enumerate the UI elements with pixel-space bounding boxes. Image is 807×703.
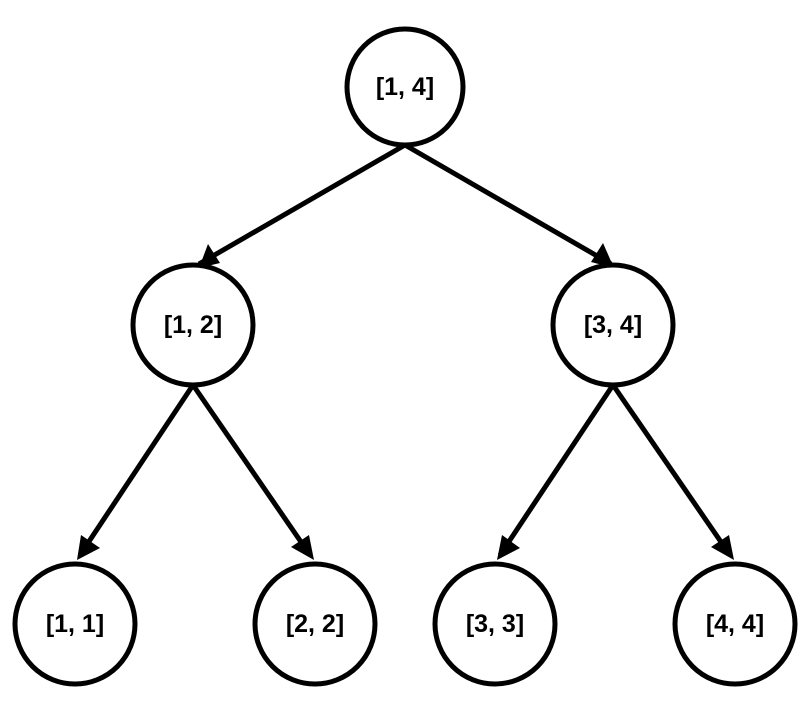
edge-1-4-to-3-4 [403, 142, 613, 267]
node-circle [252, 561, 378, 687]
edge-1-4-to-1-2 [197, 142, 407, 267]
node-label: [3, 4] [584, 311, 642, 339]
node-label: [1, 1] [46, 610, 104, 638]
node-circle [550, 262, 676, 388]
node-label: [2, 2] [286, 610, 344, 638]
node-2-2: [2, 2] [252, 561, 378, 687]
node-4-4: [4, 4] [672, 561, 798, 687]
node-label: [1, 2] [164, 311, 222, 339]
node-circle [130, 262, 256, 388]
node-1-2: [1, 2] [130, 262, 256, 388]
node-circle [672, 561, 798, 687]
arrowhead-3-3 [497, 535, 520, 560]
node-circle [432, 561, 558, 687]
edge-3-4-to-3-3 [497, 383, 616, 557]
edge-1-2-to-2-2 [190, 383, 313, 557]
edges [77, 142, 734, 560]
node-3-3: [3, 3] [432, 561, 558, 687]
node-3-4: [3, 4] [550, 262, 676, 388]
arrowhead-1-2 [199, 244, 220, 268]
arrowhead-4-4 [711, 535, 734, 560]
node-circle [12, 561, 138, 687]
node-label: [1, 4] [376, 73, 434, 101]
node-1-4: [1, 4] [344, 26, 466, 148]
node-1-1: [1, 1] [12, 561, 138, 687]
arrowhead-2-2 [291, 535, 314, 560]
node-circle [344, 26, 466, 148]
arrowhead-3-4 [591, 243, 614, 268]
edge-3-4-to-4-4 [610, 383, 733, 557]
edge-1-2-to-1-1 [77, 383, 196, 557]
arrowhead-1-1 [77, 535, 100, 560]
node-label: [4, 4] [706, 610, 764, 638]
nodes: [1, 4] [1, 2] [3, 4] [1, 1] [2, 2] [3, 3… [12, 26, 798, 687]
node-label: [3, 3] [466, 610, 524, 638]
